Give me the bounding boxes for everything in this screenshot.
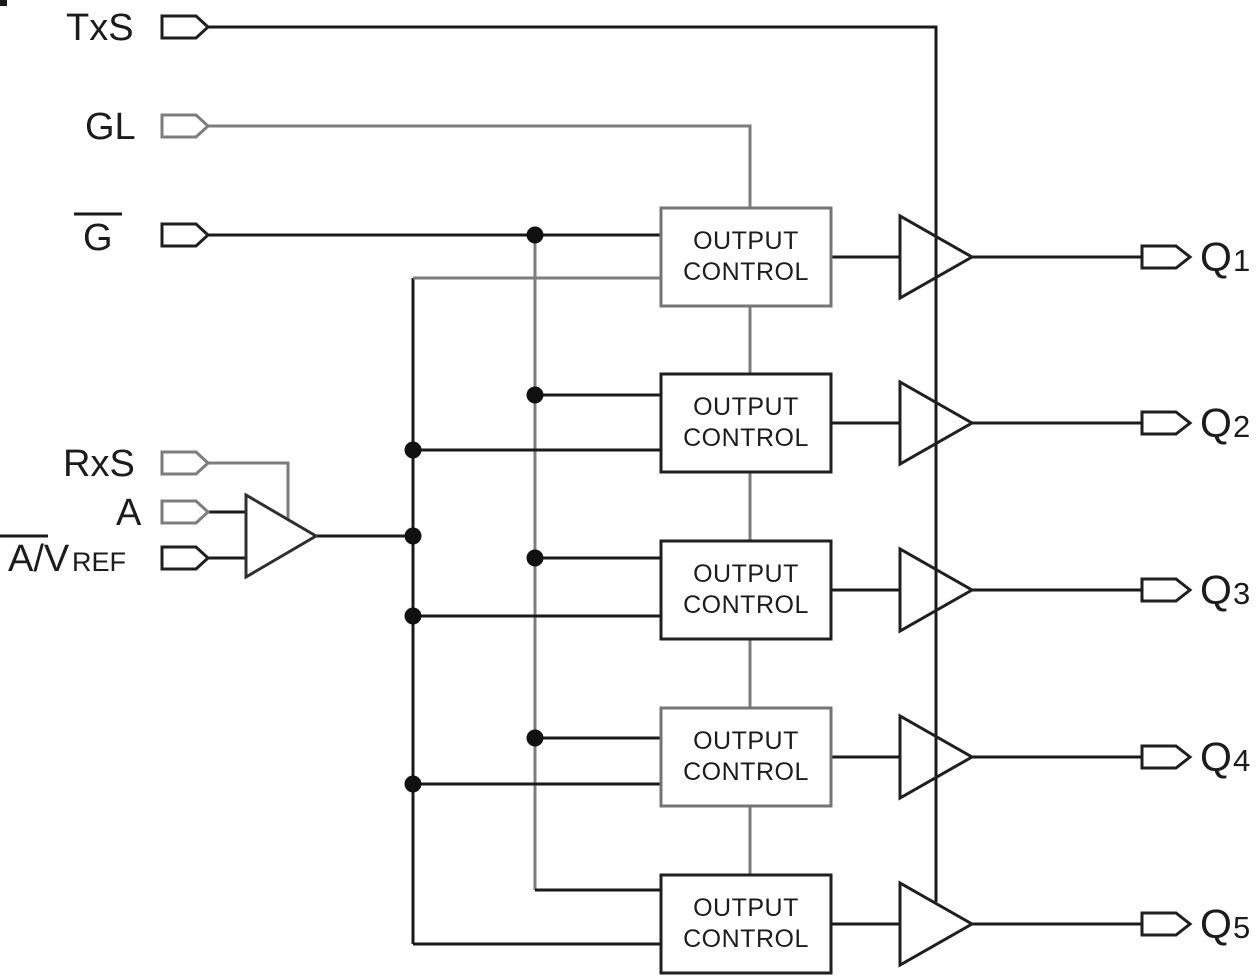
output-control-3-line2: CONTROL [683,591,809,619]
q2-pin [1140,410,1193,436]
junction-dot [404,441,422,459]
q5-label-base: Q [1200,901,1232,947]
g-label: G [74,212,122,259]
junction-dot [526,226,544,244]
rxs-pin [160,450,211,476]
txs-label: TxS [66,7,134,49]
q1-pin [1140,244,1193,270]
output-control-4-line1: OUTPUT [693,727,799,755]
q3-label: Q 3 [1200,567,1250,613]
txs-pin [160,14,211,40]
q1-label-sub: 1 [1233,243,1250,278]
output-control-1-line1: OUTPUT [693,227,799,255]
a-vref-label-sub: REF [72,547,126,577]
q5-label: Q 5 [1200,901,1250,947]
junction-dot [526,386,544,404]
output-control-block-4: OUTPUT CONTROL [659,706,833,808]
junction-dot [404,775,422,793]
output-control-2-line2: CONTROL [683,424,809,452]
q2-label-sub: 2 [1233,409,1250,444]
output-control-block-3: OUTPUT CONTROL [659,539,833,641]
output-buffer-5 [898,880,976,968]
junction-dot [404,527,422,545]
g-label-text: G [83,217,113,259]
q4-pin [1140,744,1193,770]
q1-label: Q 1 [1200,234,1250,280]
a-vref-pin [160,545,211,571]
output-buffer-3 [898,546,976,634]
a-vref-label-base: A/V [8,538,70,580]
q5-label-sub: 5 [1233,910,1250,945]
q2-label: Q 2 [1200,400,1250,446]
junction-dot [404,607,422,625]
gl-label: GL [85,106,136,148]
g-pin [160,222,211,248]
junction-dot [526,549,544,567]
gl-pin [160,113,211,139]
input-buffer-triangle [244,492,319,580]
q5-pin [1140,911,1193,937]
output-control-1-line2: CONTROL [683,258,809,286]
output-buffer-4 [898,713,976,801]
a-vref-label: A/V REF [0,534,126,580]
q4-label-sub: 4 [1233,743,1250,778]
output-buffer-2 [898,379,976,467]
rxs-wire [208,461,290,522]
output-control-block-5: OUTPUT CONTROL [659,873,833,975]
output-control-4-line2: CONTROL [683,758,809,786]
a-label: A [116,492,142,534]
rxs-label: RxS [63,443,135,485]
output-control-block-1: OUTPUT CONTROL [659,206,833,308]
corner-artifact [0,0,7,6]
output-control-5-line1: OUTPUT [693,894,799,922]
q3-label-base: Q [1200,567,1232,613]
q3-pin [1140,577,1193,603]
output-control-3-line1: OUTPUT [693,560,799,588]
q2-label-base: Q [1200,400,1232,446]
output-control-block-2: OUTPUT CONTROL [659,372,833,474]
q4-label-base: Q [1200,734,1232,780]
junction-dot [526,729,544,747]
a-pin [160,499,211,525]
q3-label-sub: 3 [1233,576,1250,611]
q4-label: Q 4 [1200,734,1250,780]
output-control-5-line2: CONTROL [683,925,809,953]
output-control-2-line1: OUTPUT [693,393,799,421]
output-buffer-1 [898,213,976,301]
q1-label-base: Q [1200,234,1232,280]
